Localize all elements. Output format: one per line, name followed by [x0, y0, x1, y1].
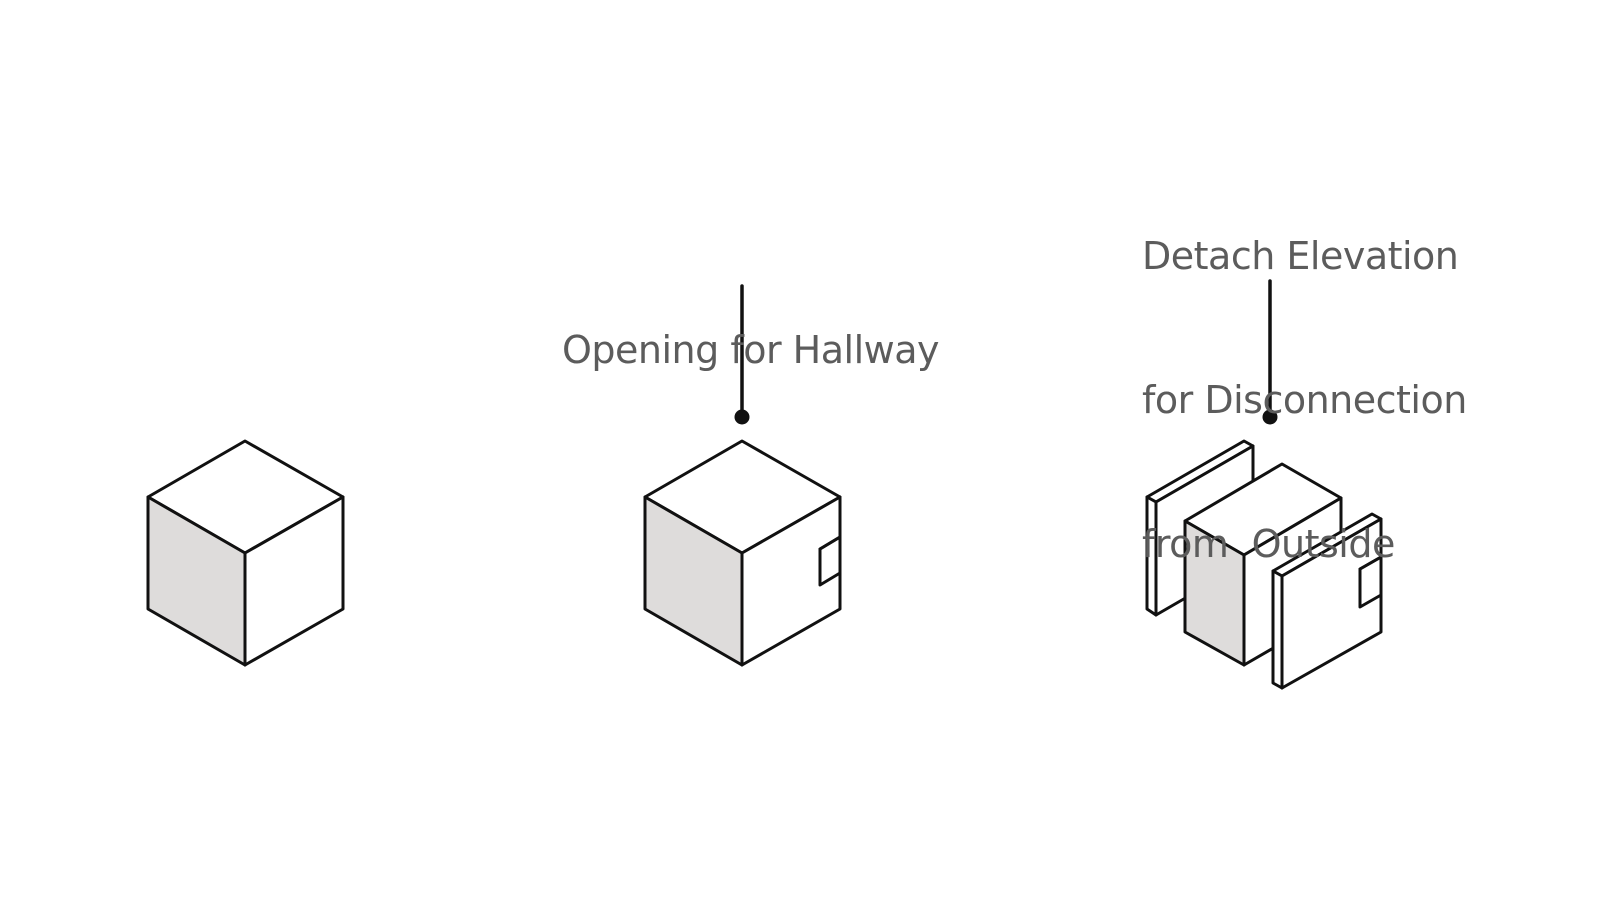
hallway-annotation: Opening for Hallway	[562, 230, 940, 470]
notched-cube-opening	[818, 535, 842, 575]
detach-annotation-line-2: for Disconnection	[1142, 378, 1467, 422]
notched-cube	[643, 439, 842, 667]
detached-front-panel	[1271, 512, 1383, 690]
hallway-annotation-text: Opening for Hallway	[562, 328, 940, 372]
detach-annotation: Detach Elevation for Disconnection from …	[1142, 136, 1467, 664]
plain-cube	[146, 439, 345, 667]
detach-leader	[1262, 279, 1278, 425]
hallway-leader	[734, 284, 750, 425]
front-panel-opening	[1358, 555, 1383, 597]
front-panel-face	[1280, 517, 1383, 690]
notched-cube-right-face	[740, 495, 842, 667]
detach-annotation-line-3: from Outside	[1142, 522, 1395, 566]
plain-cube-right-face	[243, 495, 345, 667]
detach-annotation-line-1: Detach Elevation	[1142, 234, 1459, 278]
